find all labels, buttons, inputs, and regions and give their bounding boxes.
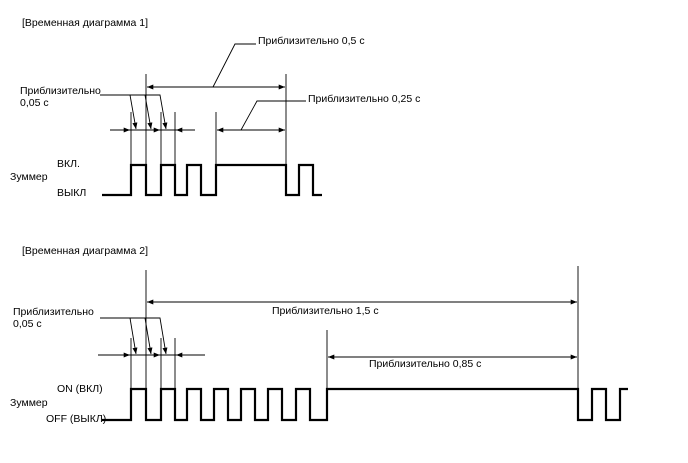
timing-diagram-1: [Временная диаграмма 1] Приблизительно 0… [10, 17, 420, 199]
diagram-1-title: [Временная диаграмма 1] [22, 17, 148, 29]
d1-label-approx-005-line1: Приблизительно [20, 85, 101, 97]
d2-label-approx-085: Приблизительно 0,85 с [369, 358, 481, 370]
diagram-2-title: [Временная диаграмма 2] [22, 245, 148, 257]
d1-leader-025 [240, 100, 306, 131]
d2-leader-005 [145, 317, 168, 355]
d2-on-label: ON (ВКЛ) [57, 383, 103, 395]
d1-label-approx-05: Приблизительно 0,5 с [258, 35, 365, 47]
d2-label-approx-15: Приблизительно 1,5 с [272, 305, 379, 317]
d1-label-approx-005-line2: 0,05 с [20, 97, 49, 109]
d2-label-approx-005: Приблизительно 0,05 с [13, 306, 97, 330]
d1-label-approx-005: Приблизительно 0,05 с [20, 85, 104, 109]
d1-leader-005 [145, 94, 168, 130]
d1-buzzer-waveform [102, 163, 322, 197]
d1-leader-05 [212, 43, 256, 88]
d2-label-approx-005-line2: 0,05 с [13, 318, 42, 330]
d1-off-label: ВЫКЛ [57, 187, 86, 199]
d2-off-label: OFF (ВЫКЛ) [46, 413, 106, 425]
d1-signal-label: Зуммер [10, 171, 48, 183]
d2-label-approx-005-line1: Приблизительно [13, 306, 94, 318]
d2-signal-label: Зуммер [10, 397, 48, 409]
timing-diagram-2: [Временная диаграмма 2] Приблизительно 1… [10, 245, 628, 425]
d1-label-approx-025: Приблизительно 0,25 с [308, 93, 420, 105]
d1-on-label: ВКЛ. [57, 158, 80, 170]
d2-buzzer-waveform [102, 387, 628, 422]
